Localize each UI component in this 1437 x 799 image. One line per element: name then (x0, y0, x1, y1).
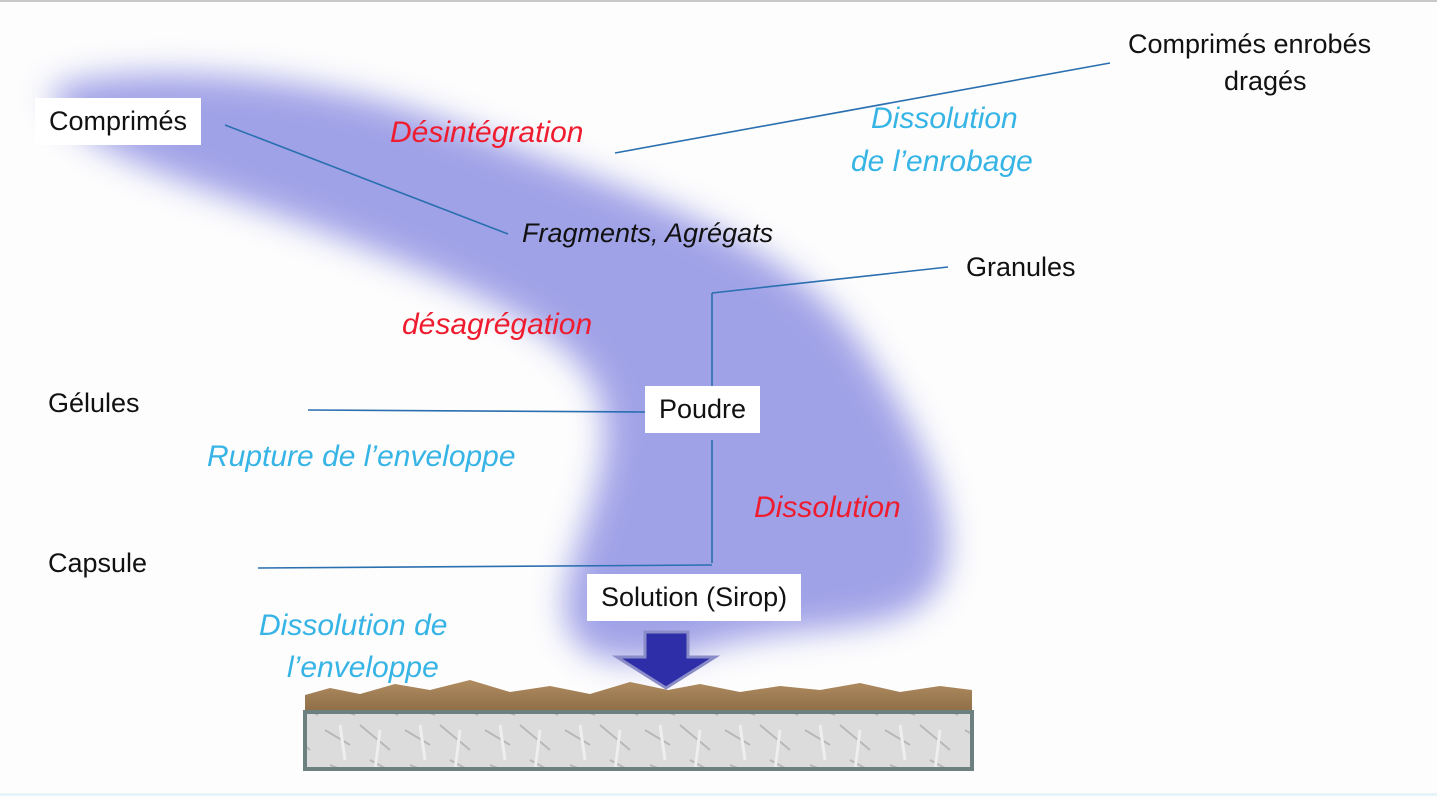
label-dissolution-enrobage-2: de l’enrobage (851, 145, 1033, 178)
process-band (50, 73, 948, 662)
label-dissolution: Dissolution (754, 491, 901, 524)
top-border (0, 0, 1437, 2)
line-enrobes (614, 62, 1111, 154)
label-gelules: Gélules (48, 388, 140, 418)
line-comprimes-fragments (224, 124, 509, 235)
line-capsule (257, 564, 713, 569)
label-dissolution-enveloppe-2: l’enveloppe (287, 651, 439, 684)
label-granules: Granules (966, 252, 1076, 282)
label-rupture: Rupture de l’enveloppe (207, 440, 516, 473)
line-gelules (307, 409, 646, 413)
label-capsule: Capsule (48, 548, 148, 578)
down-arrow-icon (611, 630, 721, 690)
line-granules (711, 266, 949, 294)
label-comprimes: Comprimés (35, 98, 202, 146)
mucosa-surface (305, 680, 972, 712)
label-solution: Solution (Sirop) (587, 574, 802, 622)
label-dissolution-enrobage-1: Dissolution (871, 102, 1018, 135)
label-comprimes-enrobes-2: dragés (1224, 66, 1307, 96)
label-fragments: Fragments, Agrégats (522, 218, 774, 248)
label-comprimes-enrobes-1: Comprimés enrobés (1128, 29, 1372, 59)
label-poudre: Poudre (645, 386, 761, 434)
tissue-base (303, 710, 974, 771)
label-desagregation: désagrégation (402, 308, 593, 341)
label-dissolution-enveloppe-1: Dissolution de (259, 609, 448, 642)
label-desintegration: Désintégration (390, 116, 584, 149)
bottom-border (0, 793, 1437, 796)
